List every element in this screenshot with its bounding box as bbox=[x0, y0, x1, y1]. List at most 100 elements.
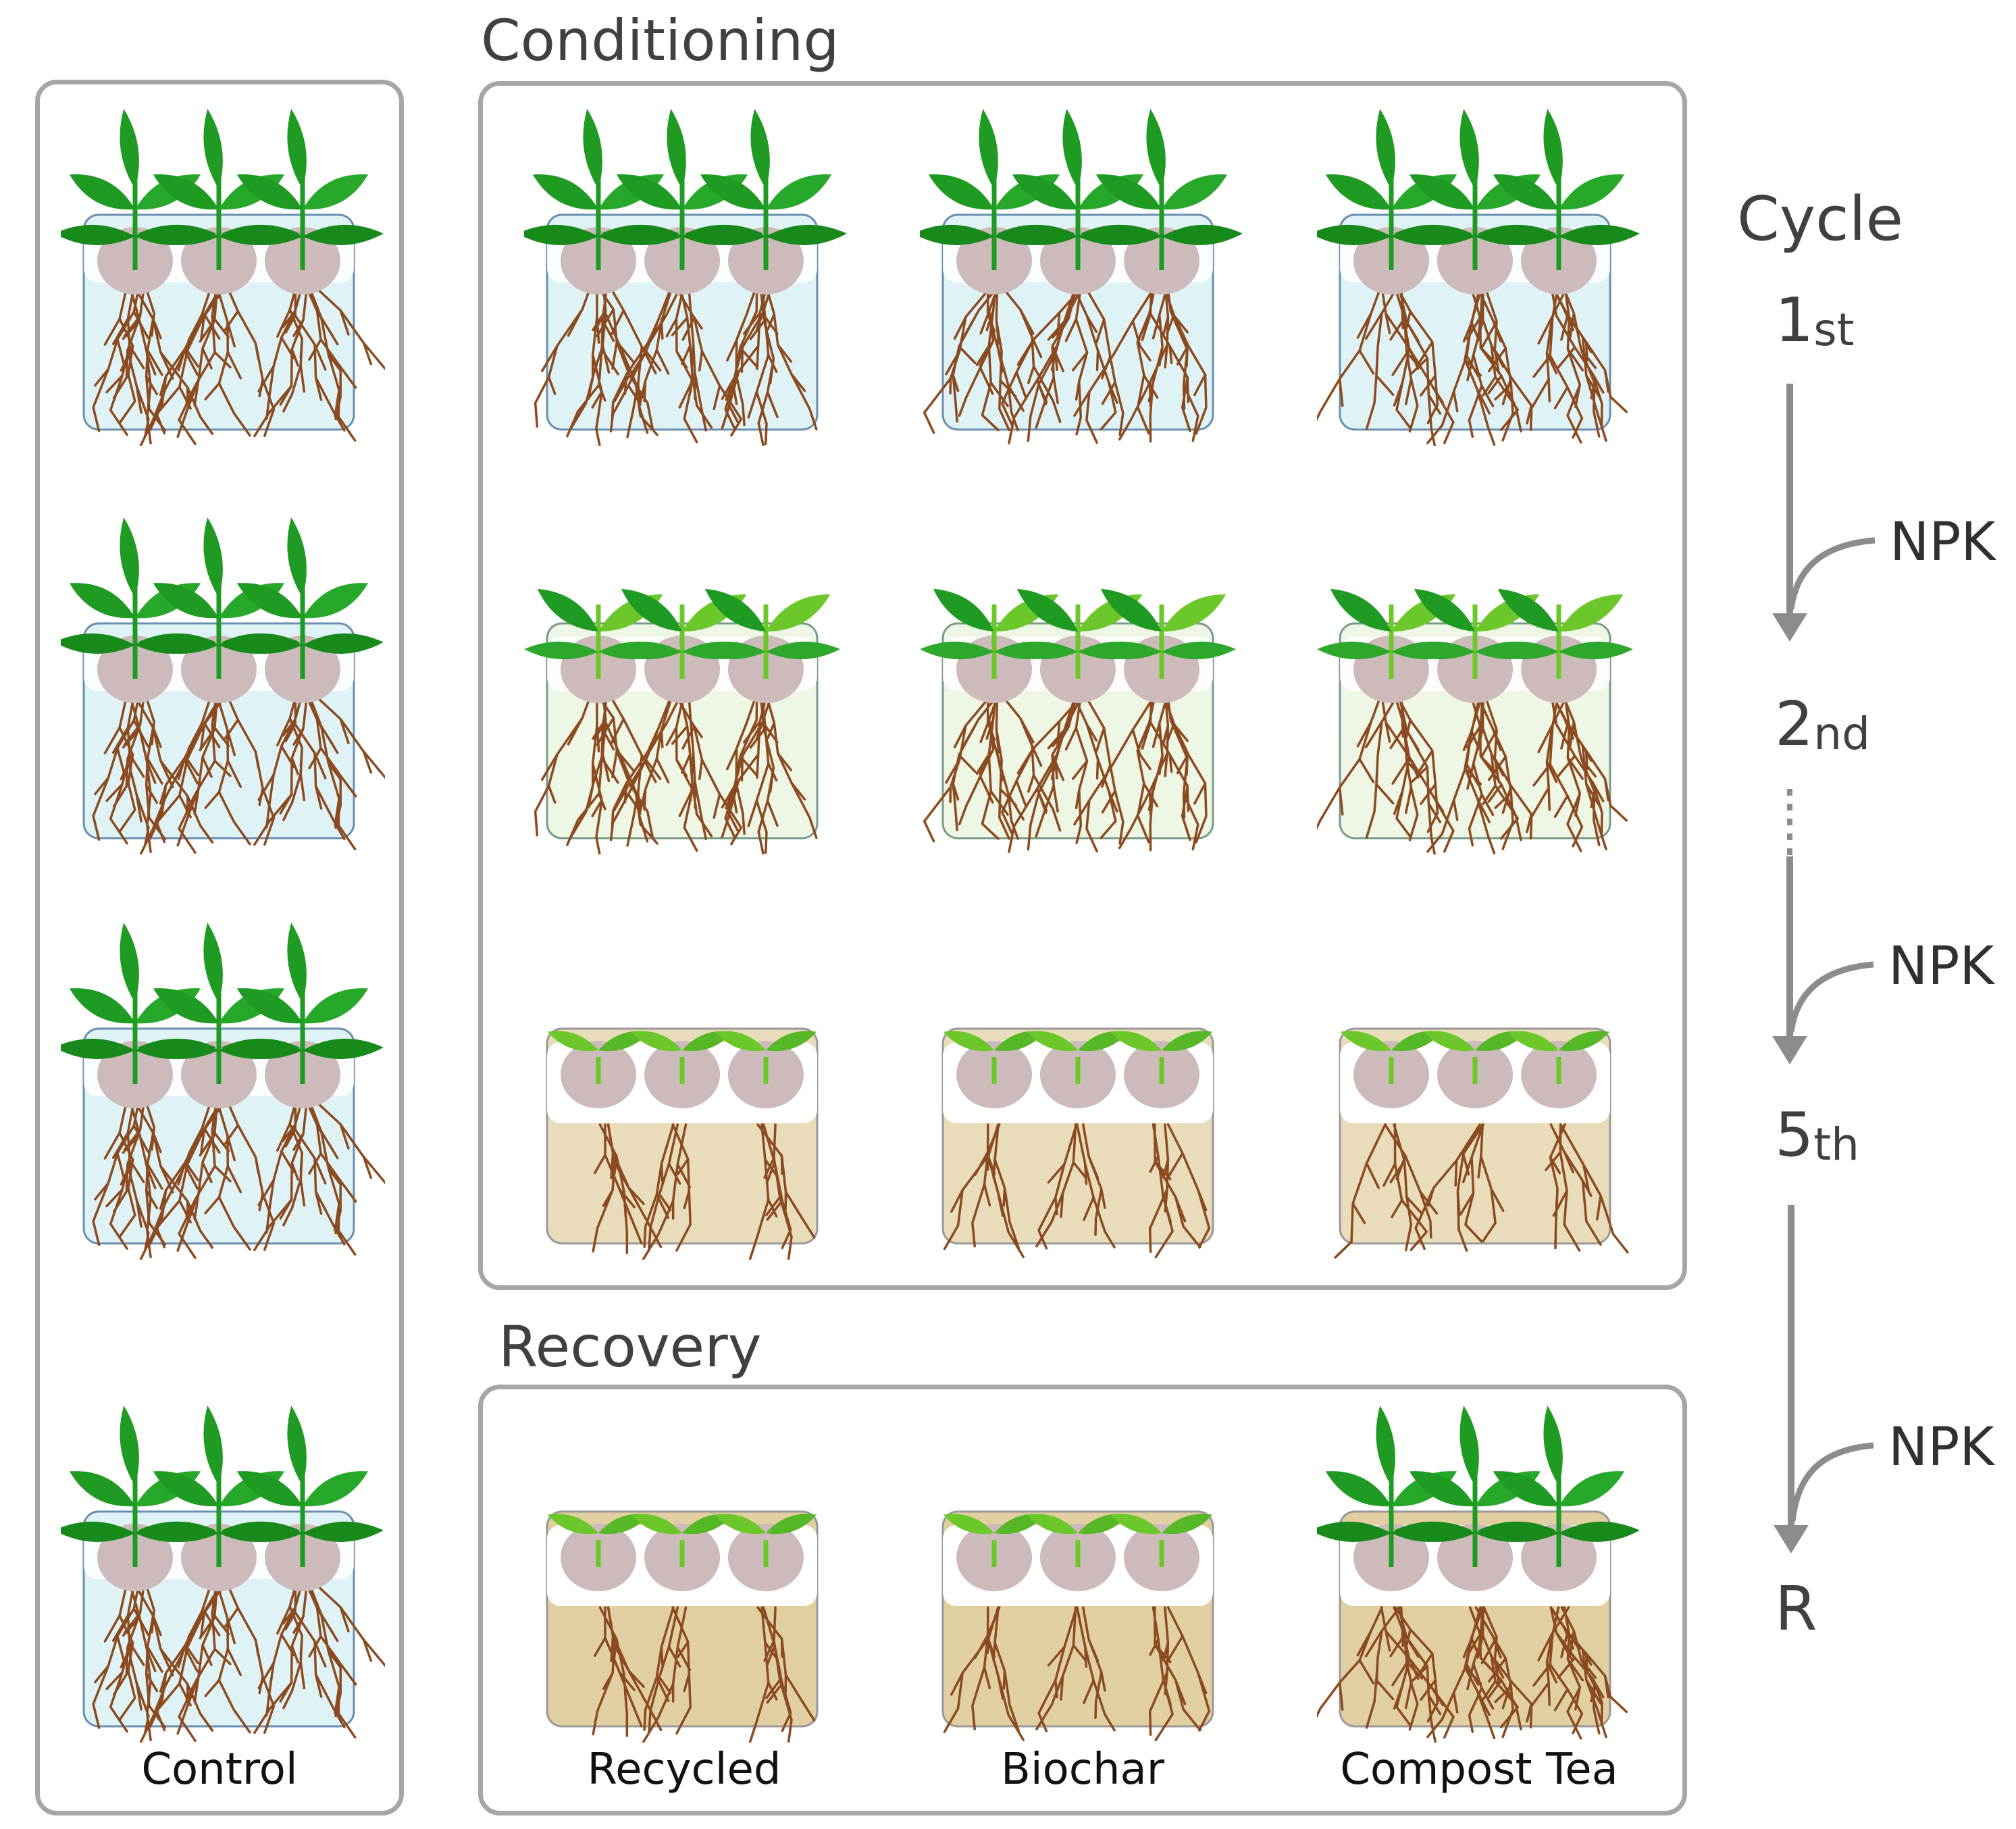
plant-leaf bbox=[583, 109, 602, 189]
plant-leaf bbox=[236, 174, 303, 210]
pot-roots bbox=[943, 1606, 1211, 1742]
plant-leaf bbox=[287, 517, 307, 598]
npk-curve-3 bbox=[1789, 1442, 1874, 1522]
control-label: Control bbox=[141, 1745, 298, 1795]
plant-leaf bbox=[303, 1521, 384, 1542]
pot-roots bbox=[1317, 1606, 1628, 1743]
plant-leaf bbox=[153, 988, 219, 1024]
plant-leaf bbox=[61, 633, 135, 654]
biochar-label: Biochar bbox=[1000, 1745, 1165, 1795]
plant-leaf bbox=[1027, 1031, 1078, 1052]
plant-leaf bbox=[61, 1038, 135, 1059]
npk-label-1: NPK bbox=[1890, 512, 1996, 573]
cycle-step-1: 1st bbox=[1775, 290, 1855, 353]
biochar-pot-cycle-5 bbox=[920, 922, 1244, 1260]
plant-leaf bbox=[537, 588, 598, 632]
plant-leaf bbox=[1559, 594, 1624, 632]
plant-leaf bbox=[69, 174, 135, 210]
pot-roots bbox=[943, 1123, 1211, 1259]
plant-leaf bbox=[766, 594, 831, 632]
npk-label-2: NPK bbox=[1888, 936, 1994, 997]
recovery-title: Recovery bbox=[498, 1314, 762, 1380]
plant-leaf bbox=[153, 583, 219, 619]
plant-leaf bbox=[287, 1406, 307, 1486]
plant-leaf bbox=[766, 1031, 817, 1052]
plant-leaf bbox=[1507, 1031, 1559, 1052]
plant-leaf bbox=[715, 1514, 766, 1535]
plant-leaf bbox=[222, 224, 303, 245]
plant-leaf bbox=[766, 1514, 817, 1535]
plant-leaf bbox=[1081, 224, 1162, 245]
plant-leaf bbox=[547, 1514, 598, 1535]
plant-leaf bbox=[766, 174, 832, 210]
plant-leaf bbox=[1146, 109, 1166, 189]
pot-roots bbox=[534, 282, 818, 446]
plant-leaf bbox=[1012, 174, 1078, 210]
plant-leaf bbox=[1559, 1521, 1640, 1542]
plant-leaf bbox=[1317, 1521, 1391, 1542]
plant-leaf bbox=[1401, 642, 1475, 660]
plant-leaf bbox=[138, 633, 219, 654]
control-pot-cycle-1 bbox=[61, 108, 385, 446]
control-pot-cycle-2 bbox=[61, 517, 385, 854]
plant-leaf bbox=[1497, 588, 1559, 632]
plant-leaf bbox=[153, 174, 219, 210]
plant-leaf bbox=[979, 109, 998, 189]
pot-roots bbox=[923, 282, 1208, 444]
plant-leaf bbox=[631, 1031, 682, 1052]
plant-leaf bbox=[997, 224, 1078, 245]
plant-leaf bbox=[1004, 642, 1078, 660]
plant-leaf bbox=[692, 642, 766, 660]
npk-curve-1 bbox=[1788, 537, 1876, 610]
plant-leaf bbox=[1409, 174, 1475, 210]
plant-leaf bbox=[1162, 224, 1243, 245]
plant-leaf bbox=[1414, 588, 1475, 632]
plant-leaf bbox=[1409, 1471, 1475, 1507]
cycle-step-5: 5th bbox=[1775, 1105, 1859, 1167]
plant-leaf bbox=[303, 1471, 369, 1507]
plant-leaf bbox=[1559, 174, 1625, 210]
plant-leaf bbox=[943, 1031, 994, 1052]
biochar-pot-cycle-1 bbox=[920, 108, 1244, 446]
plant-leaf bbox=[750, 109, 770, 189]
plant-leaf bbox=[138, 1038, 219, 1059]
compost-tea-pot-cycle-2 bbox=[1317, 517, 1641, 854]
plant-leaf bbox=[203, 1406, 223, 1486]
plant-leaf bbox=[1317, 224, 1391, 245]
cycle-step-2-num: 2 bbox=[1775, 689, 1814, 760]
plant-leaf bbox=[1016, 588, 1078, 632]
biochar-pot-cycle-2 bbox=[920, 517, 1244, 854]
cycle-step-recovery: R bbox=[1775, 1579, 1817, 1640]
plant-leaf bbox=[1543, 109, 1563, 189]
plant-leaf bbox=[1478, 1521, 1559, 1542]
compost-tea-label: Compost Tea bbox=[1340, 1745, 1618, 1795]
plant-leaf bbox=[704, 588, 766, 632]
cycle-title: Cycle bbox=[1737, 184, 1903, 255]
plant-leaf bbox=[1110, 1031, 1162, 1052]
plant-leaf bbox=[766, 224, 847, 245]
plant-leaf bbox=[1493, 1471, 1559, 1507]
recycled-pot-cycle-5 bbox=[524, 922, 848, 1260]
plant-leaf bbox=[303, 633, 384, 654]
compost-tea-pot-recovery bbox=[1317, 1405, 1641, 1743]
plant-leaf bbox=[715, 1031, 766, 1052]
plant-leaf bbox=[203, 923, 223, 1003]
pot-roots bbox=[1317, 691, 1628, 854]
plant-leaf bbox=[1559, 1031, 1610, 1052]
plant-leaf bbox=[203, 109, 223, 189]
plant-leaf bbox=[287, 923, 307, 1003]
plant-leaf bbox=[524, 642, 598, 660]
pot-roots bbox=[1317, 282, 1628, 446]
plant-leaf bbox=[547, 1031, 598, 1052]
plant-leaf bbox=[138, 1521, 219, 1542]
plant-leaf bbox=[1162, 642, 1236, 660]
plant-leaf bbox=[1027, 1514, 1078, 1535]
plant-leaf bbox=[1459, 1406, 1479, 1486]
recycled-pot-cycle-1 bbox=[524, 108, 848, 446]
plant-leaf bbox=[303, 988, 369, 1024]
cycle-arrow-2-head bbox=[1772, 1036, 1807, 1064]
recycled-pot-cycle-2 bbox=[524, 517, 848, 854]
cycle-step-1-suffix: st bbox=[1813, 304, 1855, 356]
plant-leaf bbox=[303, 174, 369, 210]
plant-leaf bbox=[120, 1406, 139, 1486]
